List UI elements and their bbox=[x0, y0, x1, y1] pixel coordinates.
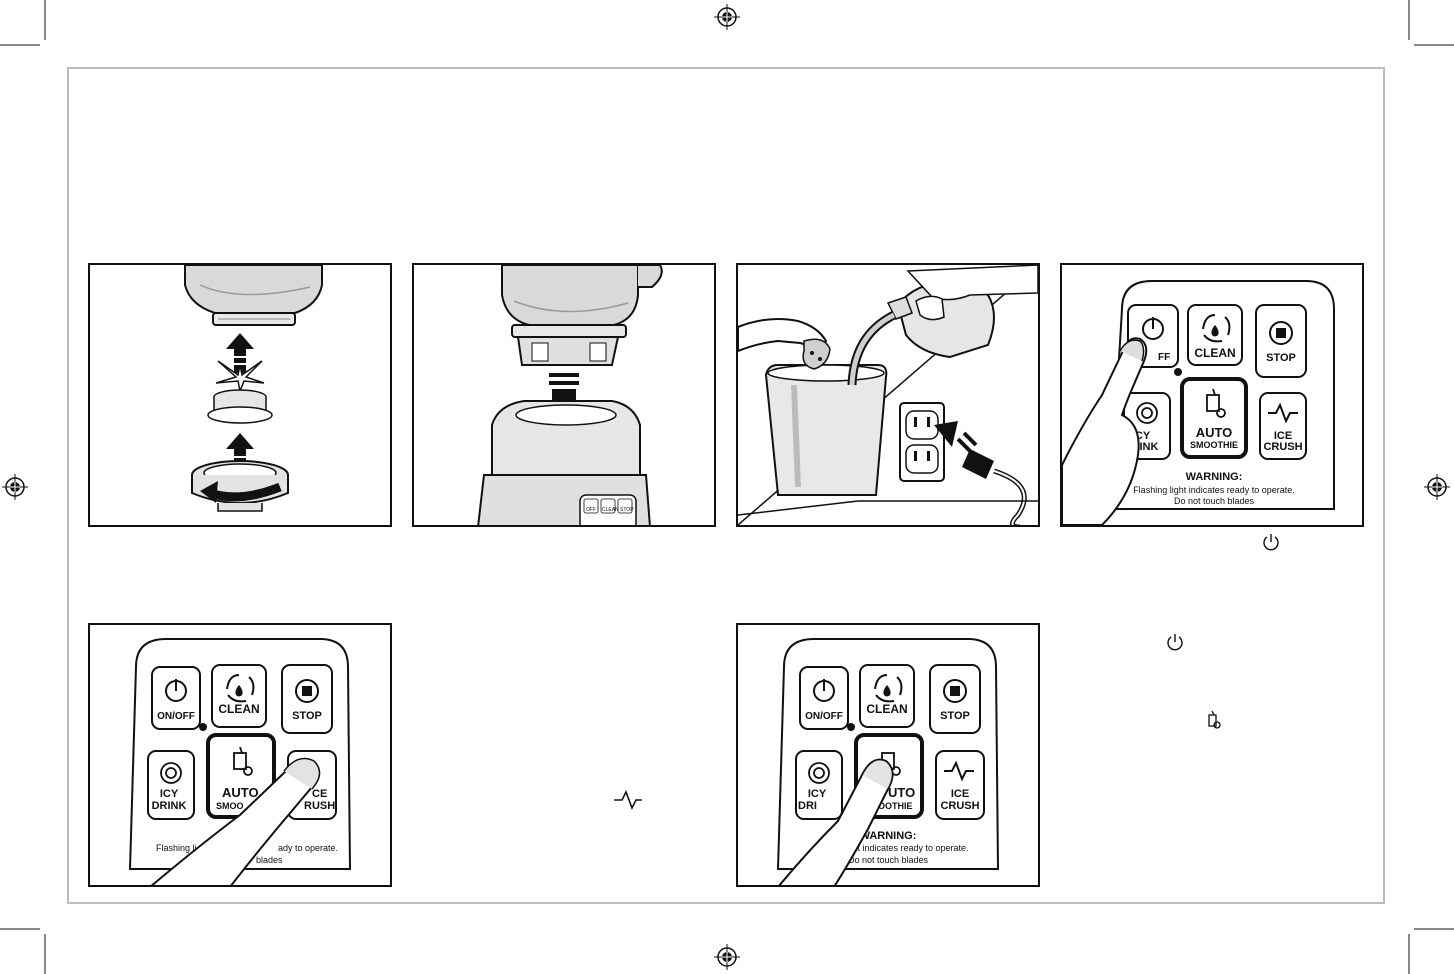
stop-label: STOP bbox=[940, 710, 970, 722]
warning-blades-text: Do not touch blades bbox=[1174, 496, 1255, 506]
crush-label-partial: RUSH bbox=[304, 800, 335, 812]
auto-label: AUTO bbox=[1196, 425, 1233, 440]
ice-label-partial: CE bbox=[312, 788, 327, 800]
step-4-press-on-off-illustration: FF CLEAN STOP ICY DRINK AUTO SMOOTHIE IC… bbox=[1060, 263, 1364, 527]
warning-flashing-partial-left: Flashing li bbox=[156, 843, 197, 853]
page-frame bbox=[67, 67, 1385, 904]
auto-label-partial: AUTO bbox=[222, 785, 259, 800]
step-6-auto-smoothie-illustration: ON/OFF CLEAN STOP ICY DRI UTO OOTHIE ICE… bbox=[736, 623, 1040, 887]
crush-label: CRUSH bbox=[940, 800, 979, 812]
on-off-label: ON/OFF bbox=[157, 711, 195, 722]
on-off-label: ON/OFF bbox=[805, 711, 843, 722]
warning-blades-text: Do not touch blades bbox=[848, 855, 929, 865]
power-icon bbox=[1263, 534, 1279, 551]
smoothie-label-partial: OOTHIE bbox=[878, 801, 913, 811]
drink-label-partial: DRI bbox=[798, 800, 817, 812]
step-5-press-auto-smoothie-illustration: ON/OFF CLEAN STOP ICY DRINK AUTO SMOO CE… bbox=[88, 623, 392, 887]
step-2-jar-on-base-illustration: OFF CLEAN STOP bbox=[412, 263, 716, 527]
auto-label-partial: UTO bbox=[888, 785, 915, 800]
ice-label: ICE bbox=[1274, 430, 1292, 442]
drink-label: DRINK bbox=[152, 800, 187, 812]
registration-mark-icon bbox=[714, 4, 740, 30]
stop-label: STOP bbox=[1266, 352, 1296, 364]
clean-label: CLEAN bbox=[218, 702, 259, 716]
step-3-add-ingredients-plug-in-illustration bbox=[736, 263, 1040, 527]
ice-crush-icon bbox=[614, 790, 642, 810]
registration-mark-icon bbox=[1424, 474, 1450, 500]
stop-label: STOP bbox=[292, 710, 322, 722]
mini-button-clean: CLEAN bbox=[602, 507, 619, 513]
registration-mark-icon bbox=[2, 474, 28, 500]
clean-label: CLEAN bbox=[1194, 346, 1235, 360]
warning-label: WARNING: bbox=[860, 830, 917, 842]
warning-blades-partial: blades bbox=[256, 855, 283, 865]
on-off-label-partial: FF bbox=[1158, 352, 1170, 363]
smoothie-label: SMOOTHIE bbox=[1190, 440, 1238, 450]
smoothie-label-partial: SMOO bbox=[216, 801, 244, 811]
mini-button-off: OFF bbox=[586, 507, 596, 513]
icy-label: ICY bbox=[808, 788, 827, 800]
power-icon bbox=[1167, 634, 1183, 651]
crush-label: CRUSH bbox=[1263, 441, 1302, 453]
mini-button-stop: STOP bbox=[620, 507, 634, 513]
warning-label: WARNING: bbox=[1186, 471, 1243, 483]
registration-mark-icon bbox=[714, 944, 740, 970]
ice-label: ICE bbox=[951, 788, 969, 800]
warning-flashing-partial: light indicates ready to operate. bbox=[843, 843, 968, 853]
step-1-blade-assembly-illustration bbox=[88, 263, 392, 527]
icy-label: ICY bbox=[160, 788, 179, 800]
warning-flashing-text: Flashing light indicates ready to operat… bbox=[1133, 485, 1295, 495]
warning-flashing-partial-right: ady to operate. bbox=[278, 843, 338, 853]
clean-label: CLEAN bbox=[866, 702, 907, 716]
auto-smoothie-icon bbox=[1208, 710, 1221, 729]
